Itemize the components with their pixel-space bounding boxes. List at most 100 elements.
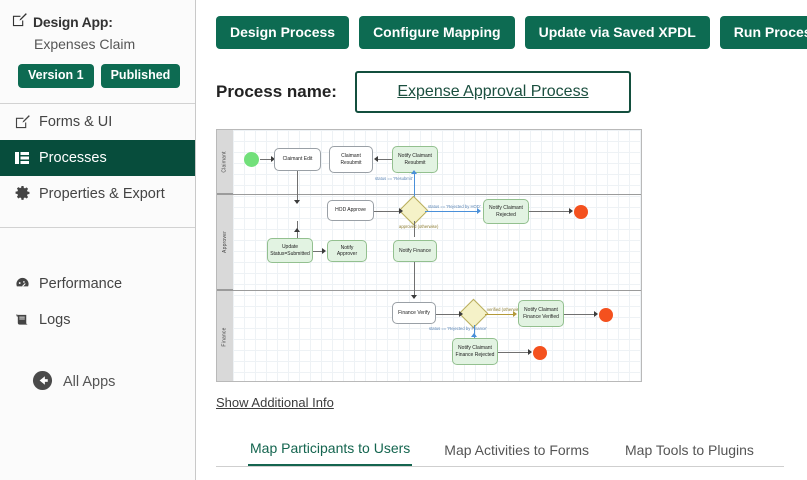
lane-divider-1: [217, 194, 641, 195]
edge-verified-to-end: [564, 314, 596, 315]
edge-gateway-rejected-down: [474, 325, 475, 339]
arrow-icon: [459, 311, 463, 317]
sidebar: Design App: Expenses Claim Version 1 Pub…: [0, 0, 196, 480]
brand-label: Design App:: [33, 14, 113, 30]
process-name-value[interactable]: Expense Approval Process: [397, 83, 589, 100]
edge-start-to-claimant-edit: [260, 159, 271, 160]
lane-header-approver: Approver: [217, 194, 233, 290]
gear-icon: [14, 186, 30, 202]
end-event-rejected[interactable]: [574, 205, 588, 219]
configure-mapping-button[interactable]: Configure Mapping: [359, 16, 515, 49]
sidebar-item-all-apps[interactable]: All Apps: [32, 370, 195, 395]
gauge-icon: [14, 276, 30, 292]
sidebar-item-logs[interactable]: Logs: [0, 302, 195, 338]
process-name-row: Process name: Expense Approval Process: [216, 71, 807, 113]
sidebar-item-label: All Apps: [63, 374, 116, 390]
sidebar-item-properties-export[interactable]: Properties & Export: [0, 176, 195, 212]
action-toolbar: Design Process Configure Mapping Update …: [216, 16, 807, 49]
edge-update-to-notify-approver: [313, 251, 323, 252]
node-notify-claimant-finance-verified[interactable]: Notify Claimant Finance Verified: [518, 300, 564, 327]
node-notify-finance[interactable]: Notify Finance: [393, 240, 437, 262]
edge-hod-to-gateway: [374, 211, 401, 212]
node-label: Claimant Resubmit: [340, 153, 362, 166]
sidebar-item-label: Forms & UI: [39, 113, 113, 130]
node-label: Notify Claimant Finance Rejected: [455, 345, 495, 358]
node-notify-claimant-resubmit[interactable]: Notify Claimant Resubmit: [392, 146, 438, 173]
process-name-label: Process name:: [216, 82, 337, 101]
app-name: Expenses Claim: [34, 36, 136, 52]
edge-gateway-to-notify-rejected: [425, 211, 477, 212]
lane-label: Approver: [222, 230, 229, 253]
start-event[interactable]: [244, 152, 259, 167]
mapping-tabs: Map Participants to Users Map Activities…: [216, 434, 784, 467]
tab-map-activities-to-forms[interactable]: Map Activities to Forms: [444, 442, 589, 458]
node-notify-approver[interactable]: Notify Approver: [327, 240, 367, 262]
edit-pencil-icon: [12, 12, 27, 32]
sidebar-group-secondary: Performance Logs: [0, 266, 195, 338]
node-label: Update Status=Submitted: [270, 244, 310, 257]
arrow-icon: [477, 208, 481, 214]
lane-divider-2: [217, 290, 641, 291]
node-claimant-edit[interactable]: Claimant Edit: [274, 148, 321, 171]
edge-gateway-approved-down: [414, 221, 415, 237]
grid-icon: [14, 150, 30, 166]
end-event-finance-rejected[interactable]: [533, 346, 547, 360]
edge-claimant-edit-down: [297, 171, 298, 203]
node-notify-claimant-rejected[interactable]: Notify Claimant Rejected: [483, 199, 529, 224]
run-process-button[interactable]: Run Process: [719, 16, 807, 49]
arrow-icon: [569, 208, 573, 214]
lane-header-claimant: Claimant: [217, 130, 233, 194]
arrow-icon: [411, 295, 417, 299]
update-via-saved-xpdl-button[interactable]: Update via Saved XPDL: [524, 16, 710, 49]
tab-map-tools-to-plugins[interactable]: Map Tools to Plugins: [625, 442, 754, 458]
edge-label-approved: approved (otherwise): [399, 224, 439, 229]
tab-map-participants-to-users[interactable]: Map Participants to Users: [248, 434, 413, 466]
sidebar-item-label: Performance: [39, 275, 123, 292]
node-notify-claimant-finance-rejected[interactable]: Notify Claimant Finance Rejected: [452, 338, 498, 365]
node-label: Notify Approver: [336, 244, 358, 257]
lane-label: Finance: [222, 326, 229, 347]
sidebar-divider-top: [0, 102, 195, 104]
edge-notify-resubmit-to-claimant-resubmit: [377, 159, 392, 160]
brand-row: Design App:: [12, 12, 185, 32]
back-arrow-circle-icon: [32, 370, 53, 395]
sidebar-item-label: Properties & Export: [39, 185, 165, 202]
arrow-icon: [294, 228, 300, 232]
sidebar-item-forms-ui[interactable]: Forms & UI: [0, 104, 195, 140]
edge-label-rejected-by-hod: status == 'Rejected by HOD': [428, 204, 481, 209]
edge-notify-finance-down: [414, 262, 415, 298]
node-label: HOD Approve: [335, 207, 366, 214]
edge-label-verified: verified (otherwise): [487, 307, 523, 312]
node-claimant-resubmit[interactable]: Claimant Resubmit: [329, 146, 373, 173]
edge-gateway-to-notify-resubmit: [414, 173, 415, 201]
arrow-icon: [513, 311, 517, 317]
arrow-icon: [294, 200, 300, 204]
edge-gateway-to-verified: [485, 314, 515, 315]
lane-label: Claimant: [222, 150, 228, 173]
arrow-icon: [374, 156, 378, 162]
lane-header-finance: Finance: [217, 290, 233, 381]
published-badge: Published: [100, 64, 181, 88]
process-diagram[interactable]: Claimant Approver Finance Claimant Edit …: [216, 129, 642, 382]
show-additional-info-link[interactable]: Show Additional Info: [216, 395, 334, 410]
node-update-status-submitted[interactable]: Update Status=Submitted: [267, 238, 313, 263]
node-finance-verify[interactable]: Finance Verify: [392, 302, 436, 324]
edge-notify-rejected-to-end: [529, 211, 571, 212]
node-label: Notify Claimant Rejected: [489, 205, 523, 218]
node-hod-approve[interactable]: HOD Approve: [327, 200, 374, 221]
badge-row: Version 1 Published: [18, 64, 185, 88]
main-content: Design Process Configure Mapping Update …: [196, 0, 807, 480]
design-process-button[interactable]: Design Process: [216, 16, 350, 49]
process-name-field[interactable]: Expense Approval Process: [354, 71, 631, 113]
edge-label-resubmit: status == 'Resubmit': [375, 176, 413, 181]
brand-block: Design App: Expenses Claim Version 1 Pub…: [0, 0, 195, 88]
sidebar-item-performance[interactable]: Performance: [0, 266, 195, 302]
node-label: Finance Verify: [398, 309, 430, 316]
arrow-icon: [322, 248, 326, 254]
arrow-icon: [594, 311, 598, 317]
end-event-verified[interactable]: [599, 308, 613, 322]
edge-finance-rejected-to-end: [498, 352, 530, 353]
sidebar-item-processes[interactable]: Processes: [0, 139, 195, 176]
arrow-icon: [399, 208, 403, 214]
